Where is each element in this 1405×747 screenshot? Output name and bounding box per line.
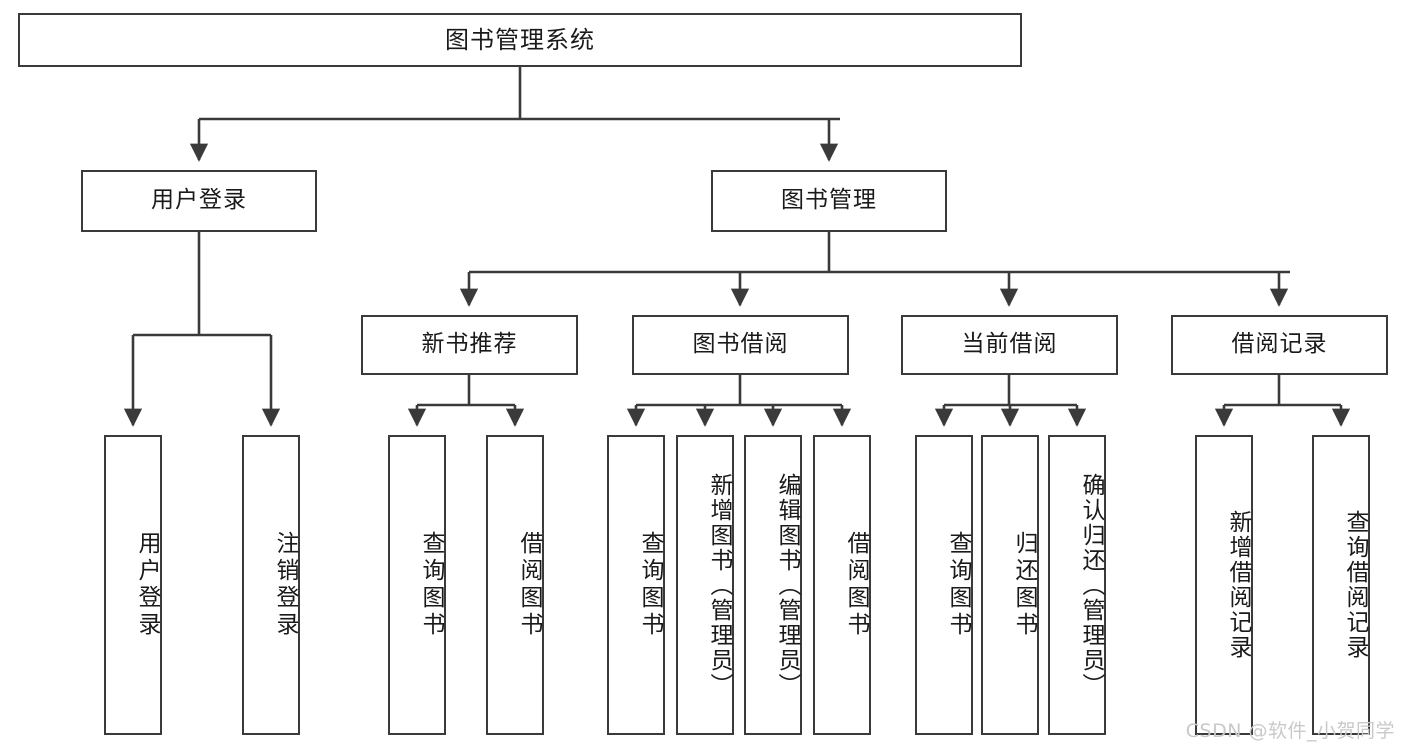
leaf-current-borrow-return[interactable]: 归还图书 [981, 435, 1039, 735]
node-borrow-record[interactable]: 借阅记录 [1171, 315, 1388, 375]
leaf-user-login-signout[interactable]: 注销登录 [242, 435, 300, 735]
leaf-book-borrow-edit[interactable]: 编辑图书（管理员） [744, 435, 802, 735]
node-book-borrow[interactable]: 图书借阅 [632, 315, 849, 375]
leaf-new-book-query[interactable]: 查询图书 [388, 435, 446, 735]
node-current-borrow[interactable]: 当前借阅 [901, 315, 1118, 375]
leaf-new-book-borrow[interactable]: 借阅图书 [486, 435, 544, 735]
node-new-book-recommend[interactable]: 新书推荐 [361, 315, 578, 375]
node-root-system[interactable]: 图书管理系统 [18, 13, 1022, 67]
leaf-borrow-record-add[interactable]: 新增借阅记录 [1195, 435, 1253, 735]
leaf-current-borrow-query[interactable]: 查询图书 [915, 435, 973, 735]
node-book-management[interactable]: 图书管理 [711, 170, 947, 232]
leaf-book-borrow-add[interactable]: 新增图书（管理员） [676, 435, 734, 735]
leaf-book-borrow-borrow[interactable]: 借阅图书 [813, 435, 871, 735]
leaf-current-borrow-confirm-return[interactable]: 确认归还（管理员） [1048, 435, 1106, 735]
node-user-login[interactable]: 用户登录 [81, 170, 317, 232]
leaf-book-borrow-query[interactable]: 查询图书 [607, 435, 665, 735]
leaf-borrow-record-query[interactable]: 查询借阅记录 [1312, 435, 1370, 735]
leaf-user-login-signin[interactable]: 用户登录 [104, 435, 162, 735]
